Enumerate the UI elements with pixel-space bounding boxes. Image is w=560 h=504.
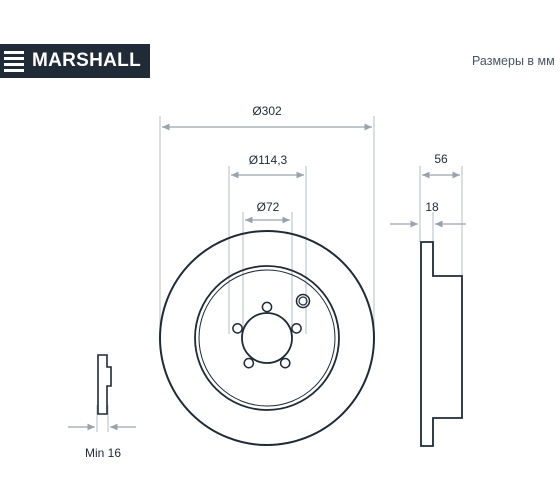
bolt-hole (279, 357, 291, 369)
disc-outer-edge (159, 230, 375, 446)
locating-hole-outer (295, 293, 311, 309)
disc-thickness-label: 18 (425, 200, 439, 214)
bolt-hole (261, 301, 273, 313)
disc-side-view (420, 241, 463, 447)
min-thickness-section (97, 354, 112, 415)
brand-logo: MARSHALL (0, 44, 150, 78)
center-bore (241, 312, 293, 364)
disc-front-view (159, 230, 375, 446)
min-thickness-label: Min 16 (85, 446, 121, 460)
disc-hat-edge (194, 265, 340, 411)
overall-height-label: 56 (434, 152, 448, 166)
bolt-circle-label: Ø114,3 (249, 153, 288, 167)
units-note: Размеры в мм (472, 54, 555, 68)
bolt-hole (291, 323, 302, 334)
brand-name: MARSHALL (32, 50, 141, 71)
disc-hat-inner (198, 269, 336, 407)
bolt-hole (232, 323, 243, 334)
center-bore-label: Ø72 (257, 200, 280, 214)
locating-hole-inner (298, 296, 308, 306)
outer-diameter-label: Ø302 (252, 104, 282, 118)
dimension-lines (68, 123, 466, 431)
marshall-logo-icon (4, 49, 24, 73)
bolt-hole (243, 357, 255, 369)
